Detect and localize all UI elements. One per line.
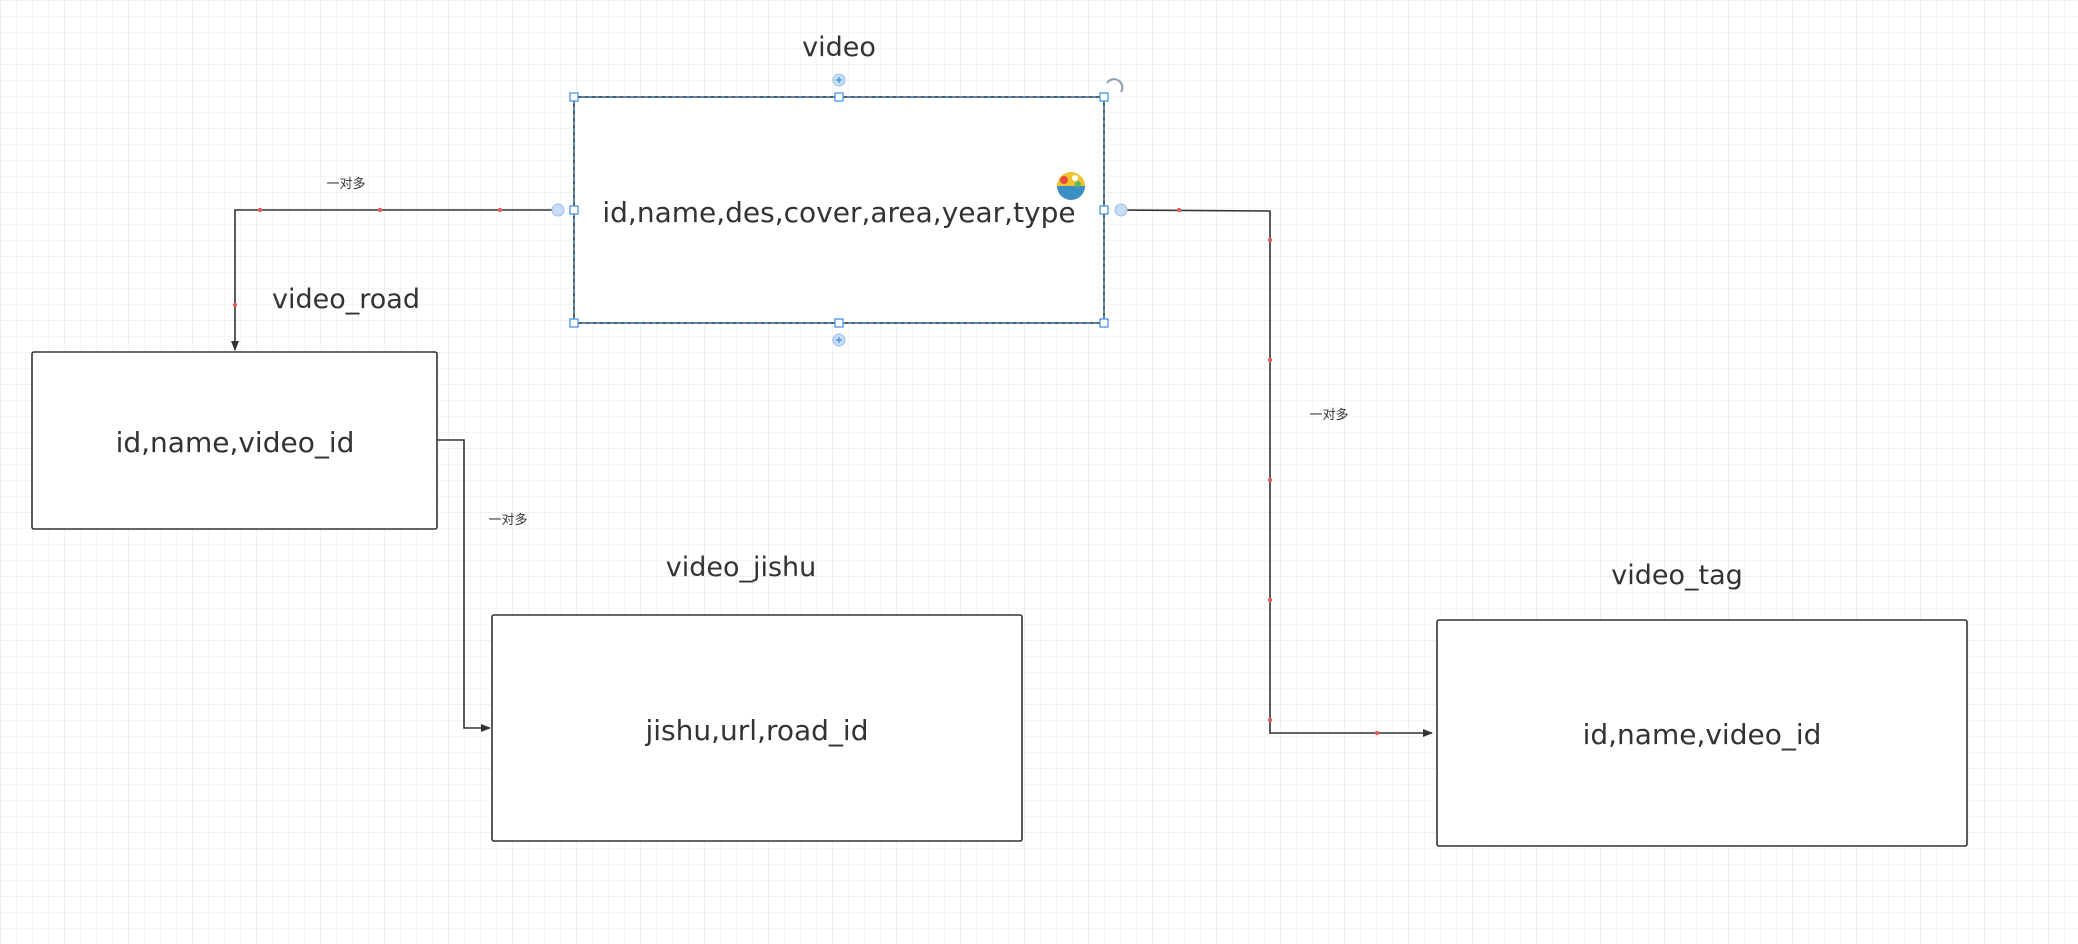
entity-box-video-tag[interactable] <box>1436 619 1968 847</box>
resize-handle[interactable] <box>834 92 844 102</box>
resize-handle[interactable] <box>1099 318 1109 328</box>
connector-road-to-jishu[interactable] <box>437 439 491 732</box>
entity-title-video-jishu: video_jishu <box>666 552 817 583</box>
resize-handle[interactable] <box>569 318 579 328</box>
waypoint-dot[interactable] <box>1267 357 1273 363</box>
waypoint-dot[interactable] <box>1267 477 1273 483</box>
waypoint-dot[interactable] <box>1267 597 1273 603</box>
anchor-left-icon[interactable] <box>551 203 565 217</box>
relation-label-video-tag: 一对多 <box>1309 407 1348 423</box>
selection-handles[interactable] <box>569 92 1109 328</box>
entity-fields-video-jishu: jishu,url,road_id <box>645 714 869 747</box>
entity-title-video: video <box>802 32 876 63</box>
connection-anchors[interactable] <box>551 73 1128 347</box>
entity-title-video-tag: video_tag <box>1611 560 1743 591</box>
waypoint-dot[interactable] <box>232 302 238 308</box>
entity-video-tag[interactable]: video_tag id,name,video_id <box>1436 560 1968 847</box>
relation-label-road-jishu: 一对多 <box>488 512 527 528</box>
resize-handle[interactable] <box>834 318 844 328</box>
entity-video-jishu[interactable]: video_jishu jishu,url,road_id <box>491 552 1023 842</box>
waypoint-dot[interactable] <box>1176 207 1182 213</box>
entity-video[interactable]: video id,name,des,cover,area,year,type <box>551 32 1128 347</box>
resize-handle[interactable] <box>1099 205 1109 215</box>
connector-video-to-road[interactable] <box>231 207 560 351</box>
waypoint-dot[interactable] <box>257 207 263 213</box>
rotate-icon[interactable] <box>1106 78 1124 93</box>
entity-video-road[interactable]: video_road id,name,video_id <box>31 284 438 530</box>
connector-video-to-tag[interactable] <box>1117 207 1433 737</box>
color-palette-icon[interactable] <box>1057 172 1085 200</box>
waypoint-dot[interactable] <box>1267 717 1273 723</box>
entity-fields-video-road: id,name,video_id <box>116 426 355 459</box>
entity-box-video-road[interactable] <box>31 351 438 530</box>
entity-fields-video-tag: id,name,video_id <box>1583 718 1822 751</box>
entity-box-video-jishu[interactable] <box>491 614 1023 842</box>
resize-handle[interactable] <box>1099 92 1109 102</box>
waypoint-dot[interactable] <box>497 207 503 213</box>
entity-fields-video: id,name,des,cover,area,year,type <box>602 196 1075 229</box>
resize-handle[interactable] <box>569 205 579 215</box>
resize-handle[interactable] <box>569 92 579 102</box>
entity-title-video-road: video_road <box>272 284 420 315</box>
waypoint-dot[interactable] <box>1374 730 1380 736</box>
waypoint-dot[interactable] <box>1267 237 1273 243</box>
anchor-right-icon[interactable] <box>1114 203 1128 217</box>
waypoint-dot[interactable] <box>377 207 383 213</box>
relation-label-video-road: 一对多 <box>326 176 365 192</box>
